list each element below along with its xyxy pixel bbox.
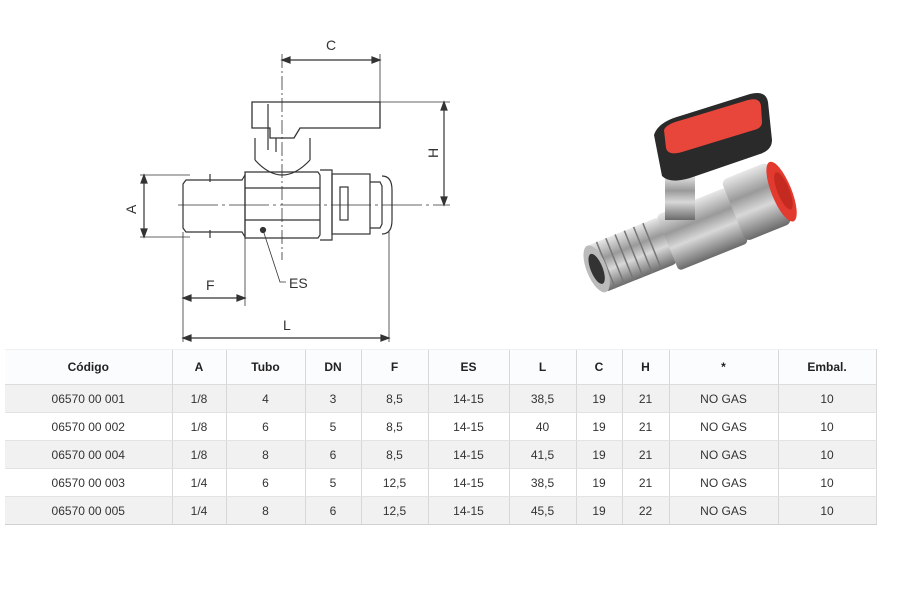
cell-codigo: 06570 00 005: [5, 496, 172, 525]
header-dn: DN: [304, 349, 361, 385]
technical-drawing: C H A ES F L: [123, 37, 450, 342]
cell-a: 1/8: [171, 412, 226, 441]
handle-icon: [654, 93, 772, 181]
label-a: A: [123, 204, 139, 214]
cell-es: 14-15: [427, 496, 509, 525]
header-l: L: [508, 349, 576, 385]
table-row: 06570 00 004 1/8 8 6 8,5 14-15 41,5 19 2…: [5, 440, 877, 469]
cell-f: 12,5: [360, 496, 428, 525]
header-f: F: [360, 349, 428, 385]
cell-asterisk: NO GAS: [668, 496, 778, 525]
cell-c: 19: [575, 384, 622, 413]
cell-h: 21: [621, 384, 669, 413]
cell-dn: 3: [304, 384, 361, 413]
header-asterisk: *: [668, 349, 778, 385]
cell-embal: 10: [777, 496, 877, 525]
header-tubo: Tubo: [225, 349, 305, 385]
label-h: H: [425, 148, 441, 158]
cell-asterisk: NO GAS: [668, 412, 778, 441]
cell-c: 19: [575, 440, 622, 469]
cell-l: 45,5: [508, 496, 576, 525]
cell-asterisk: NO GAS: [668, 440, 778, 469]
cell-embal: 10: [777, 440, 877, 469]
cell-es: 14-15: [427, 384, 509, 413]
table-row: 06570 00 005 1/4 8 6 12,5 14-15 45,5 19 …: [5, 496, 877, 525]
cell-codigo: 06570 00 003: [5, 468, 172, 497]
cell-c: 19: [575, 412, 622, 441]
cell-dn: 6: [304, 440, 361, 469]
cell-tubo: 6: [225, 412, 305, 441]
cell-a: 1/4: [171, 468, 226, 497]
cell-dn: 5: [304, 468, 361, 497]
table-row: 06570 00 001 1/8 4 3 8,5 14-15 38,5 19 2…: [5, 384, 877, 413]
header-a: A: [171, 349, 226, 385]
cell-tubo: 8: [225, 440, 305, 469]
header-c: C: [575, 349, 622, 385]
label-es: ES: [289, 275, 308, 291]
cell-dn: 6: [304, 496, 361, 525]
cell-dn: 5: [304, 412, 361, 441]
header-es: ES: [427, 349, 509, 385]
cell-es: 14-15: [427, 412, 509, 441]
cell-l: 41,5: [508, 440, 576, 469]
cell-h: 22: [621, 496, 669, 525]
cell-codigo: 06570 00 001: [5, 384, 172, 413]
cell-codigo: 06570 00 004: [5, 440, 172, 469]
cell-es: 14-15: [427, 440, 509, 469]
table-row: 06570 00 003 1/4 6 5 12,5 14-15 38,5 19 …: [5, 468, 877, 497]
spec-table: Código A Tubo DN F ES L C H * Embal. 065…: [5, 349, 877, 525]
cell-codigo: 06570 00 002: [5, 412, 172, 441]
cell-c: 19: [575, 468, 622, 497]
cell-f: 8,5: [360, 384, 428, 413]
cell-l: 38,5: [508, 384, 576, 413]
cell-a: 1/4: [171, 496, 226, 525]
cell-c: 19: [575, 496, 622, 525]
cell-embal: 10: [777, 468, 877, 497]
label-c: C: [326, 37, 336, 53]
cell-embal: 10: [777, 384, 877, 413]
cell-l: 40: [508, 412, 576, 441]
cell-h: 21: [621, 468, 669, 497]
product-photo: [583, 93, 797, 293]
cell-tubo: 4: [225, 384, 305, 413]
cell-tubo: 8: [225, 496, 305, 525]
cell-asterisk: NO GAS: [668, 384, 778, 413]
header-codigo: Código: [5, 349, 172, 385]
cell-tubo: 6: [225, 468, 305, 497]
header-embal: Embal.: [777, 349, 877, 385]
table-header-row: Código A Tubo DN F ES L C H * Embal.: [5, 349, 877, 385]
cell-h: 21: [621, 440, 669, 469]
cell-f: 12,5: [360, 468, 428, 497]
label-l: L: [283, 317, 291, 333]
cell-a: 1/8: [171, 384, 226, 413]
cell-es: 14-15: [427, 468, 509, 497]
label-f: F: [206, 277, 215, 293]
cell-f: 8,5: [360, 440, 428, 469]
header-h: H: [621, 349, 669, 385]
cell-a: 1/8: [171, 440, 226, 469]
cell-embal: 10: [777, 412, 877, 441]
cell-h: 21: [621, 412, 669, 441]
cell-l: 38,5: [508, 468, 576, 497]
table-row: 06570 00 002 1/8 6 5 8,5 14-15 40 19 21 …: [5, 412, 877, 441]
cell-f: 8,5: [360, 412, 428, 441]
cell-asterisk: NO GAS: [668, 468, 778, 497]
